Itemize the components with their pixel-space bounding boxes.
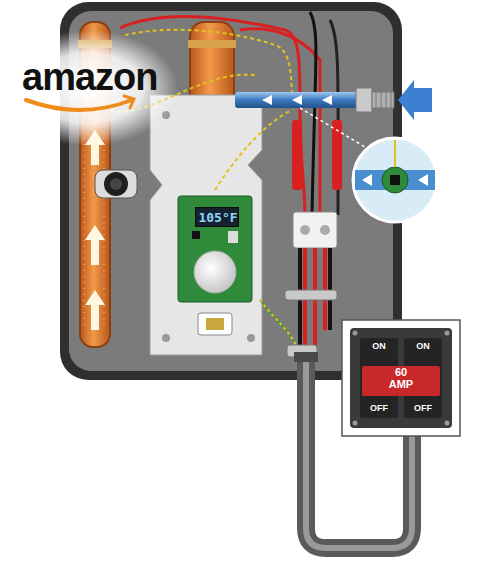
cable-clamp bbox=[285, 290, 337, 300]
logo-smile bbox=[26, 100, 132, 110]
circuit-breaker: ON ON 60 AMP OFF OFF bbox=[342, 320, 460, 436]
flow-arrow bbox=[85, 290, 105, 330]
sensor-wire bbox=[215, 110, 292, 190]
amp-rating: 60 AMP bbox=[382, 367, 420, 390]
switch-label: ON bbox=[360, 342, 398, 351]
ground-wire bbox=[260, 300, 298, 350]
screw bbox=[353, 331, 358, 336]
screw bbox=[162, 334, 170, 342]
flow-arrow bbox=[262, 95, 332, 105]
inlet-arrow bbox=[398, 80, 432, 120]
pcb-component bbox=[228, 231, 238, 243]
temperature-display: 105°F bbox=[195, 207, 239, 227]
tube-collar bbox=[188, 40, 236, 48]
pipe-thread bbox=[376, 92, 391, 108]
screw bbox=[353, 421, 358, 426]
flow-sensor bbox=[382, 167, 408, 193]
screw bbox=[445, 331, 450, 336]
wire-sleeve bbox=[292, 120, 302, 190]
ground-wire bbox=[260, 300, 298, 350]
switch-label: OFF bbox=[404, 404, 442, 413]
terminal-screw bbox=[300, 225, 310, 235]
pipe-thread bbox=[372, 92, 394, 108]
thermal-cutoff bbox=[104, 172, 128, 196]
terminal-block bbox=[293, 212, 337, 248]
flow-arrow bbox=[362, 174, 428, 186]
wire bbox=[310, 12, 316, 215]
circuit-board bbox=[178, 196, 252, 302]
pcb-chip bbox=[192, 231, 200, 239]
temperature-reading: 105°F bbox=[196, 211, 240, 225]
relay bbox=[198, 313, 232, 335]
breaker-face bbox=[350, 328, 452, 428]
breaker-handle bbox=[362, 366, 440, 396]
breaker-panel bbox=[342, 320, 460, 436]
switch-label: OFF bbox=[360, 404, 398, 413]
flow-sensor-chip bbox=[390, 175, 400, 185]
wire bbox=[240, 29, 320, 215]
switch-label: ON bbox=[404, 342, 442, 351]
pipe-fitting bbox=[356, 88, 372, 112]
thermal-cutoff bbox=[110, 178, 122, 190]
relay-core bbox=[206, 318, 224, 330]
flow-arrow bbox=[85, 225, 105, 265]
callout-circle bbox=[353, 138, 437, 222]
thermostat-mount bbox=[95, 170, 137, 198]
mounting-plate bbox=[150, 95, 262, 355]
watermark: amazon bbox=[22, 56, 157, 99]
inlet-pipe bbox=[235, 92, 360, 108]
leader-line bbox=[300, 108, 370, 150]
screw bbox=[247, 334, 255, 342]
logo-glow bbox=[0, 30, 178, 146]
terminal-screw bbox=[320, 225, 330, 235]
conduit-fitting bbox=[294, 352, 318, 362]
sensor-wire bbox=[394, 140, 396, 167]
screw bbox=[445, 421, 450, 426]
control-knob bbox=[194, 251, 236, 293]
